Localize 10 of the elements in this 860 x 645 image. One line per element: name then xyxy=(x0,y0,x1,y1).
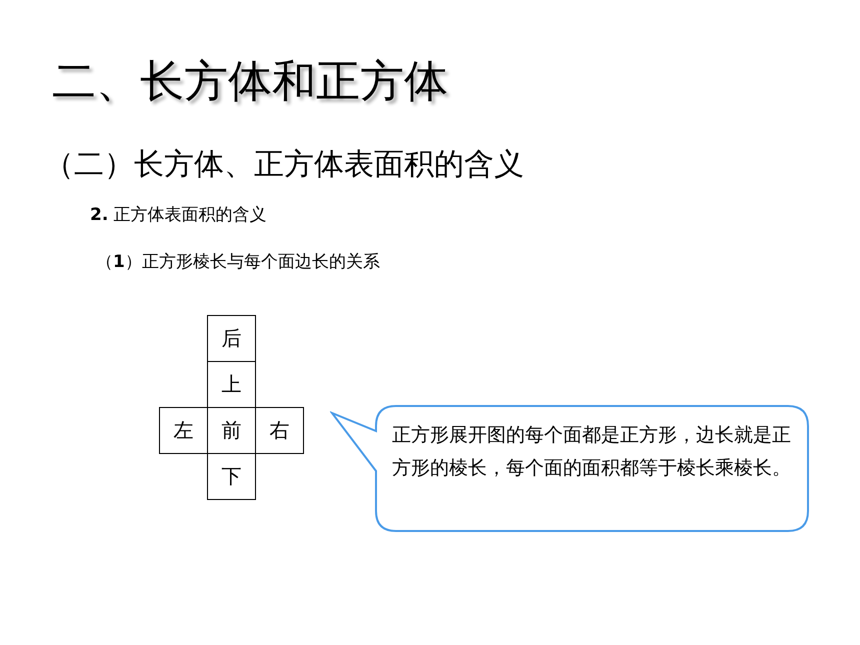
net-face-square: 左 xyxy=(159,407,208,454)
net-face-square: 下 xyxy=(207,453,256,500)
section-heading: （1）正方形棱长与每个面边长的关系 xyxy=(96,251,380,273)
subheading: （二）长方体、正方体表面积的含义 xyxy=(44,146,524,184)
section-heading: 2. 正方体表面积的含义 xyxy=(90,204,267,226)
net-face-square: 后 xyxy=(207,315,256,362)
callout-text: 正方形展开图的每个面都是正方形，边长就是正方形的棱长，每个面的面积都等于棱长乘棱长。 xyxy=(392,423,792,481)
net-face-square: 上 xyxy=(207,361,256,408)
net-face-square: 右 xyxy=(255,407,304,454)
title: 二、长方体和正方体 xyxy=(52,55,448,109)
